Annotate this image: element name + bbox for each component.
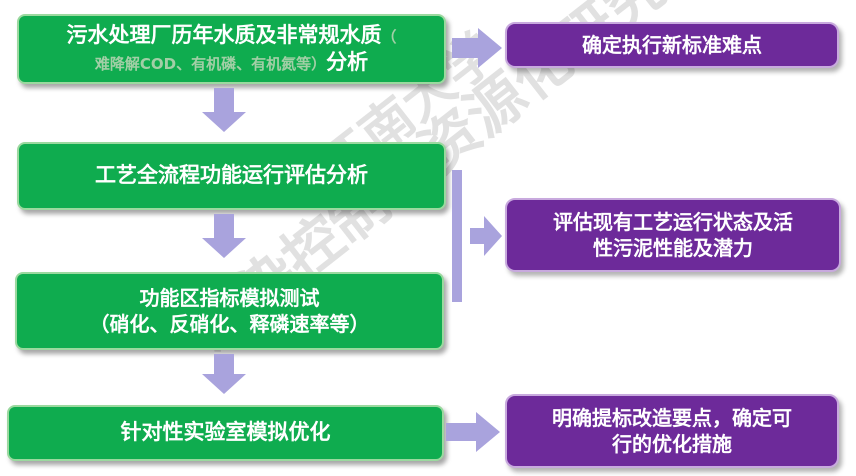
outcome-box-2-line-1: 评估现有工艺运行状态及活 [553,210,793,234]
down-arrow-1 [202,88,246,132]
step-box-process-evaluation: 工艺全流程功能运行评估分析 [17,142,446,210]
outcome-box-evaluate-status: 评估现有工艺运行状态及活 性污泥性能及潜力 [505,198,841,272]
step-box-1-main-text: 污水处理厂历年水质及非常规水质 [66,22,382,47]
step-box-1-paren-open: （ [381,27,397,46]
outcome-box-3-line-1: 明确提标改造要点，确定可 [552,406,792,430]
step-box-2-text: 工艺全流程功能运行评估分析 [95,163,368,188]
outcome-box-difficulties: 确定执行新标准难点 [505,22,839,68]
step-box-1-line-2: 难降解COD、有机磷、有机氮等）分析 [95,49,368,76]
step-box-functional-zone-test: 功能区指标模拟测试 （硝化、反硝化、释磷速率等） [15,272,444,350]
right-arrow-1 [452,28,502,68]
step-box-3-line-1: 功能区指标模拟测试 [139,286,320,310]
down-arrow-2 [202,214,246,258]
bracket-connector [452,170,462,302]
step-box-1-line-1: 污水处理厂历年水质及非常规水质（ [66,22,396,49]
down-arrow-3 [202,354,246,394]
right-arrow-3 [446,412,500,452]
step-box-lab-simulation: 针对性实验室模拟优化 [7,405,444,461]
step-box-1-sub-text: 难降解COD、有机磷、有机氮等） [94,55,327,73]
step-box-4-text: 针对性实验室模拟优化 [120,420,331,445]
outcome-box-2-line-2: 性污泥性能及潜力 [593,236,753,260]
step-box-1-tail-text: 分析 [326,50,369,74]
step-box-3-line-2: （硝化、反硝化、释磷速率等） [89,312,370,336]
right-arrow-2 [470,216,502,256]
step-box-water-quality-analysis: 污水处理厂历年水质及非常规水质（ 难降解COD、有机磷、有机氮等）分析 [17,14,446,84]
outcome-box-upgrade-measures: 明确提标改造要点，确定可 行的优化措施 [505,394,839,468]
outcome-box-3-line-2: 行的优化措施 [612,432,732,456]
outcome-box-1-text: 确定执行新标准难点 [582,33,762,57]
